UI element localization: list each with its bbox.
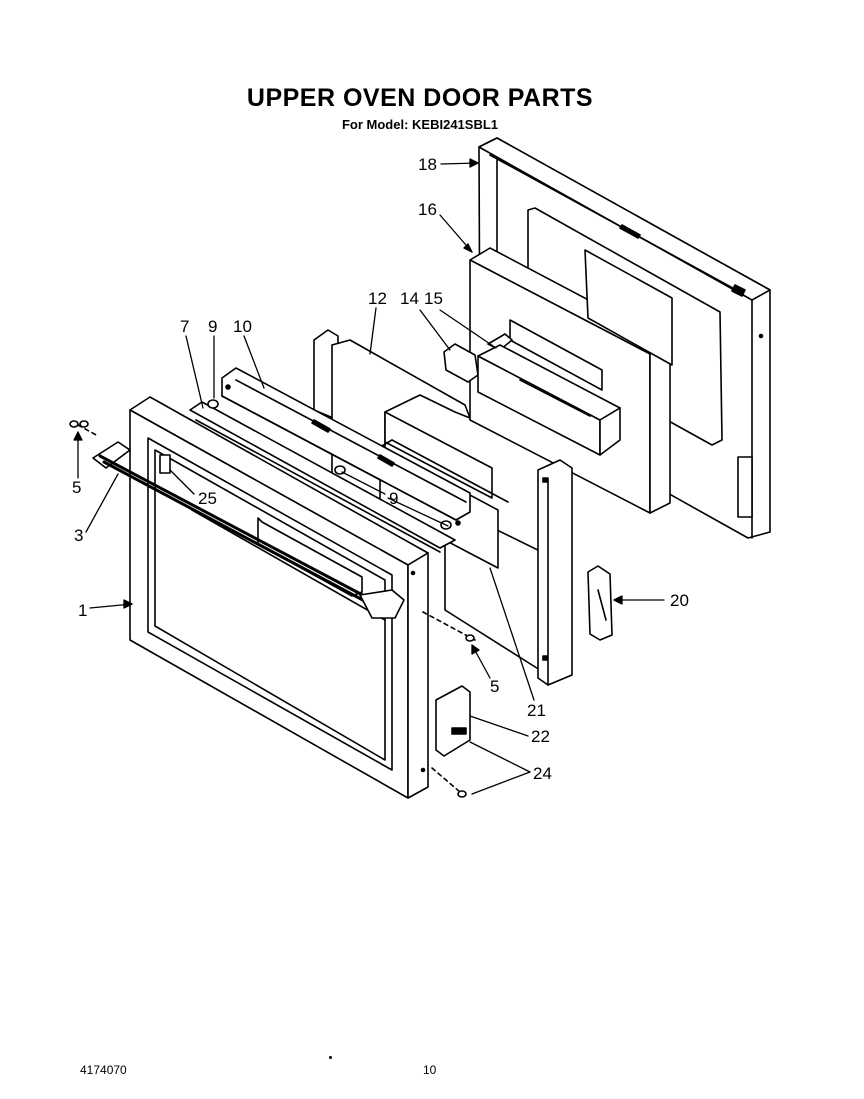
leader-lines [73, 158, 665, 795]
callout-21: 21 [527, 701, 546, 720]
callout-1: 1 [78, 601, 87, 620]
callout-18: 18 [418, 155, 437, 174]
callout-5-right: 5 [490, 677, 499, 696]
callout-24: 24 [533, 764, 552, 783]
callout-10: 10 [233, 317, 252, 336]
screws [69, 399, 476, 798]
callout-16: 16 [418, 200, 437, 219]
callout-15: 15 [424, 289, 443, 308]
callout-20: 20 [670, 591, 689, 610]
scan-dot [329, 1056, 332, 1059]
callout-9-middle: 9 [389, 489, 398, 508]
model-subtitle: For Model: KEBI241SBL1 [341, 117, 499, 132]
footer-document-code: 4174070 [80, 1063, 127, 1077]
part-10-trim [221, 367, 471, 526]
callout-12: 12 [368, 289, 387, 308]
callout-22: 22 [531, 727, 550, 746]
callout-3: 3 [74, 526, 83, 545]
part-7-strip [189, 401, 456, 553]
callout-9-top: 9 [208, 317, 217, 336]
part-22-bottom-bracket [435, 685, 471, 757]
part-20-bracket [587, 565, 613, 641]
footer-page-number: 10 [423, 1063, 437, 1077]
callout-25: 25 [198, 489, 217, 508]
callout-14: 14 [400, 289, 419, 308]
callout-5-left: 5 [72, 478, 81, 497]
page-title: UPPER OVEN DOOR PARTS [246, 84, 594, 112]
part-3-handle [92, 441, 405, 619]
callout-labels: 18 16 12 14 15 7 9 10 5 25 9 3 1 20 5 21… [72, 155, 689, 783]
callout-7: 7 [180, 317, 189, 336]
